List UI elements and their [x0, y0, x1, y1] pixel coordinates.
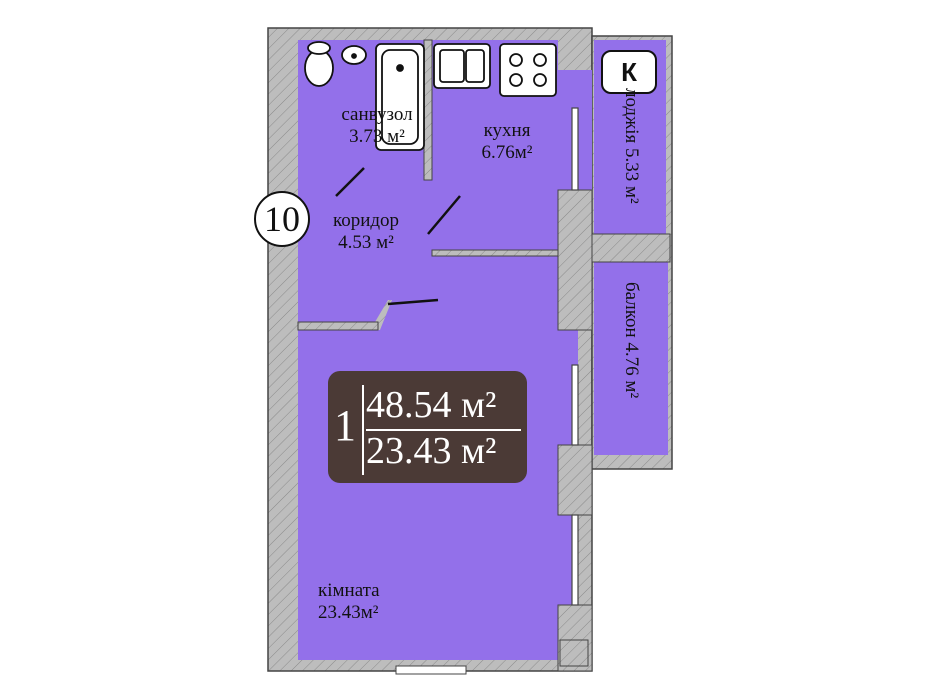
bathroom-name: санвузол — [341, 104, 413, 125]
kitchen-area-text: 6.76м² — [481, 142, 533, 163]
kitchen-label: кухня 6.76м² — [452, 120, 562, 164]
kitchen-name: кухня — [483, 120, 531, 141]
toilet-icon — [304, 49, 334, 87]
stove-icon — [499, 43, 557, 97]
entrance-door — [395, 639, 589, 675]
card-divider-horizontal — [366, 429, 521, 431]
bathroom-label: санвузол 3.73 м² — [322, 104, 432, 148]
door-swings — [335, 167, 461, 306]
balcony-label: балкон 4.76 м² — [621, 282, 642, 399]
balcony-area — [594, 262, 668, 455]
card-divider-vertical — [362, 385, 364, 475]
living-room-label: кімната 23.43м² — [318, 580, 418, 624]
living-room-area-text: 23.43м² — [318, 602, 379, 623]
apartment-number-badge: 10 — [254, 191, 310, 247]
living-room-name: кімната — [318, 580, 380, 601]
loggia-label: лоджія 5.33 м² — [621, 88, 642, 204]
partitions — [297, 39, 671, 672]
room-count: 1 — [334, 401, 356, 450]
corridor-area — [298, 180, 558, 322]
windows — [571, 107, 579, 606]
total-area: 48.54 м² — [366, 384, 497, 426]
orientation-marker: К — [601, 50, 657, 94]
kitchen-fixtures — [433, 43, 557, 97]
bathroom-area-text: 3.73 м² — [349, 126, 405, 147]
corridor-area-text: 4.53 м² — [338, 232, 394, 253]
corridor-label: коридор 4.53 м² — [310, 210, 422, 254]
bathroom-fixtures — [304, 41, 425, 151]
corridor-name: коридор — [332, 210, 400, 231]
living-area: 23.43 м² — [366, 430, 497, 472]
area-summary-card: 1 48.54 м² 23.43 м² — [328, 371, 527, 483]
